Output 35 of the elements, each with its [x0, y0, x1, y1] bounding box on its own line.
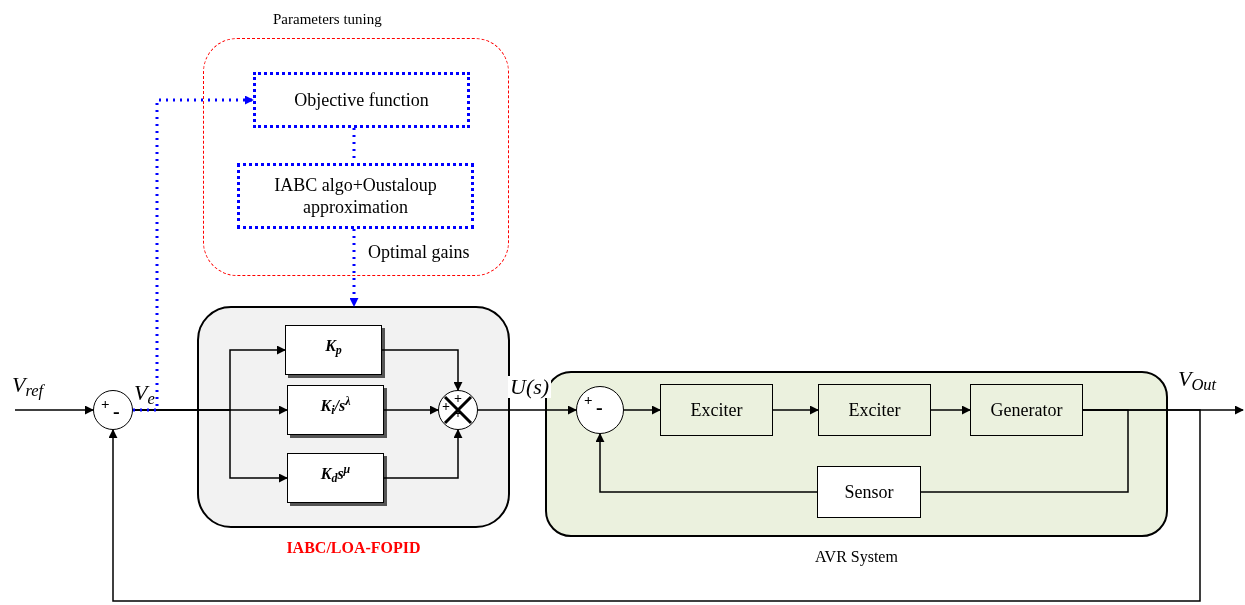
transfer-block: Generator — [970, 384, 1083, 436]
dotted-arrow — [133, 95, 254, 412]
signal-arrow — [108, 409, 1201, 602]
sign-text: - — [596, 397, 603, 417]
sign-text: - — [113, 401, 120, 421]
transfer-block: Exciter — [660, 384, 773, 436]
gain-block: K$_{p}$ — [285, 325, 382, 375]
summing-junction — [93, 390, 133, 430]
signal-arrow — [383, 405, 439, 415]
signal-label: V$_{e}$ — [134, 382, 155, 404]
signal-arrow — [477, 405, 577, 415]
signal-arrow — [14, 405, 94, 415]
signal-arrow — [930, 405, 971, 415]
transfer-block: Exciter — [818, 384, 931, 436]
transfer-block: Sensor — [817, 466, 921, 518]
process-box: Objective function — [253, 72, 470, 128]
sign-text: + — [454, 392, 462, 406]
panel-caption: AVR System — [814, 547, 899, 568]
signal-arrow — [595, 433, 818, 493]
dotted-arrow — [349, 229, 359, 307]
process-box: IABC algo+Oustaloup approximation — [237, 163, 474, 229]
gain-block: K$_{d}$s$^{μ}$ — [287, 453, 384, 503]
gain-block: K$_{i}$/s$^{λ}$ — [287, 385, 384, 435]
signal-label: U(s) — [508, 376, 552, 398]
signal-arrow — [623, 405, 661, 415]
edge-label: Optimal gains — [366, 243, 472, 261]
region-heading: Parameters tuning — [273, 10, 382, 29]
signal-arrow — [383, 429, 463, 479]
signal-arrow — [132, 409, 288, 483]
sign-text: + — [442, 400, 450, 414]
signal-arrow — [772, 405, 819, 415]
sign-text: + — [584, 393, 593, 408]
sign-text: + — [101, 397, 110, 412]
signal-arrow — [381, 349, 463, 391]
panel-caption: IABC/LOA-FOPID — [285, 538, 422, 558]
